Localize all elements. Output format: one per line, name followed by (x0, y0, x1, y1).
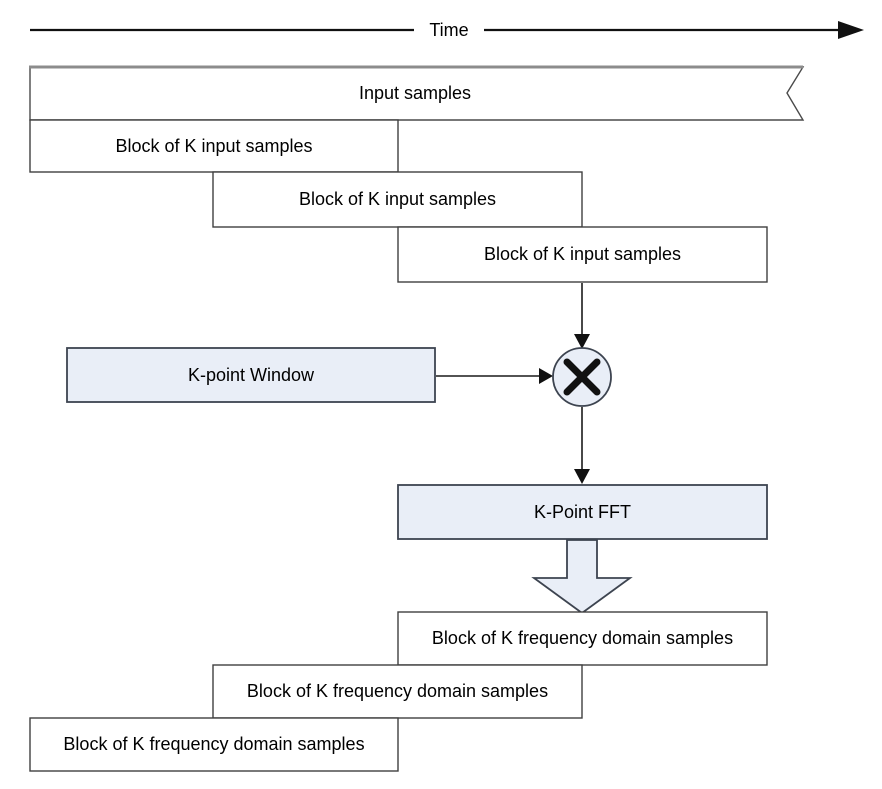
input-block-1 (29, 119, 399, 173)
arrow-window-to-multiply-head-icon (539, 368, 553, 384)
output-block-2 (212, 664, 583, 719)
arrow-window-to-multiply (436, 368, 553, 384)
input-block-3 (397, 226, 768, 283)
fft-box (397, 484, 768, 540)
input-block-2 (212, 171, 583, 228)
output-block-3 (29, 717, 399, 772)
fft-output-block-arrow-icon (531, 539, 633, 615)
arrow-block-to-multiply (574, 283, 590, 349)
arrow-block-to-multiply-head-icon (574, 334, 590, 349)
multiply-icon-stroke-2 (563, 358, 601, 396)
output-block-1 (397, 611, 768, 666)
input-samples-shape (29, 66, 805, 121)
arrow-multiply-to-fft (574, 407, 590, 484)
time-axis-arrowhead-icon (838, 21, 864, 39)
multiply-icon (563, 358, 601, 396)
window-box (66, 347, 436, 403)
arrow-multiply-to-fft-head-icon (574, 469, 590, 484)
